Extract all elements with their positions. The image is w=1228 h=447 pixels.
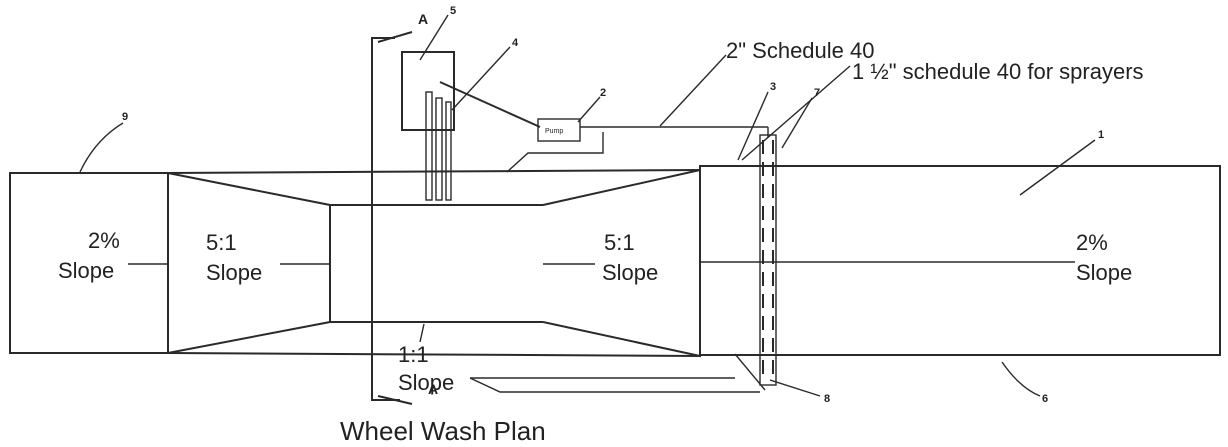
section-line-a <box>371 37 400 401</box>
callout-3: 3 <box>770 81 776 93</box>
left-ramp-slope-value: 2% <box>88 228 120 253</box>
side-slope-word: Slope <box>398 370 454 395</box>
left-ramp-outline <box>9 172 169 354</box>
left-ramp-slope-word: Slope <box>58 258 114 283</box>
right-ramp-slope-value: 2% <box>1076 230 1108 255</box>
section-arrow-bottom <box>377 395 413 405</box>
callout-7: 7 <box>814 87 820 99</box>
callout-1-leader <box>1019 139 1096 196</box>
callout-1: 1 <box>1098 129 1104 141</box>
section-marker-bottom: A <box>428 381 438 397</box>
section-arrow-top <box>377 31 413 43</box>
callout-6: 6 <box>1042 393 1048 405</box>
overall-top-edge <box>167 169 701 174</box>
callout-2: 2 <box>600 87 606 99</box>
callout-7-leader <box>781 97 813 149</box>
left-taper-slope-value: 5:1 <box>206 230 237 255</box>
callout-2-leader <box>577 96 601 123</box>
callout-5-leader <box>419 14 449 61</box>
callout-4: 4 <box>512 37 519 49</box>
main-pipe-label: 2" Schedule 40 <box>726 38 874 63</box>
section-marker-top: A <box>418 11 428 27</box>
pump-label: Pump <box>545 128 563 135</box>
callout-8: 8 <box>824 393 830 405</box>
callout-5: 5 <box>450 5 456 17</box>
return-pipe <box>506 132 604 173</box>
callout-9-leader <box>79 122 124 173</box>
bottom-return-pipe <box>469 377 760 393</box>
tank <box>401 51 455 131</box>
sprayer-pipe-label: 1 ½" schedule 40 for sprayers <box>852 59 1144 84</box>
side-slope-value: 1:1 <box>398 342 429 367</box>
overall-bottom-edge <box>167 352 701 357</box>
side-slope-leader <box>419 323 425 343</box>
tank-to-pump-pipe <box>439 81 541 128</box>
supply-pipe-2 <box>435 97 443 201</box>
right-ramp-slope-word: Slope <box>1076 260 1132 285</box>
right-ramp-outline <box>699 165 1221 356</box>
callout-6-leader <box>1001 361 1041 397</box>
callout-8-leader <box>769 379 821 397</box>
right-taper-slope-word: Slope <box>602 260 658 285</box>
bottom-return-diag <box>734 353 766 391</box>
supply-pipe-1 <box>425 91 433 201</box>
left-taper-slope-word: Slope <box>206 260 262 285</box>
callout-9: 9 <box>122 111 128 123</box>
drawing-title: Wheel Wash Plan <box>340 416 546 446</box>
right-taper-slope-value: 5:1 <box>604 230 635 255</box>
callout-3-leader <box>737 91 769 161</box>
supply-pipe-3 <box>445 101 452 201</box>
sprayer-pipe-leader <box>741 65 851 161</box>
pump <box>537 118 581 142</box>
callout-4-leader <box>451 46 511 111</box>
main-pipe-leader <box>659 54 727 127</box>
